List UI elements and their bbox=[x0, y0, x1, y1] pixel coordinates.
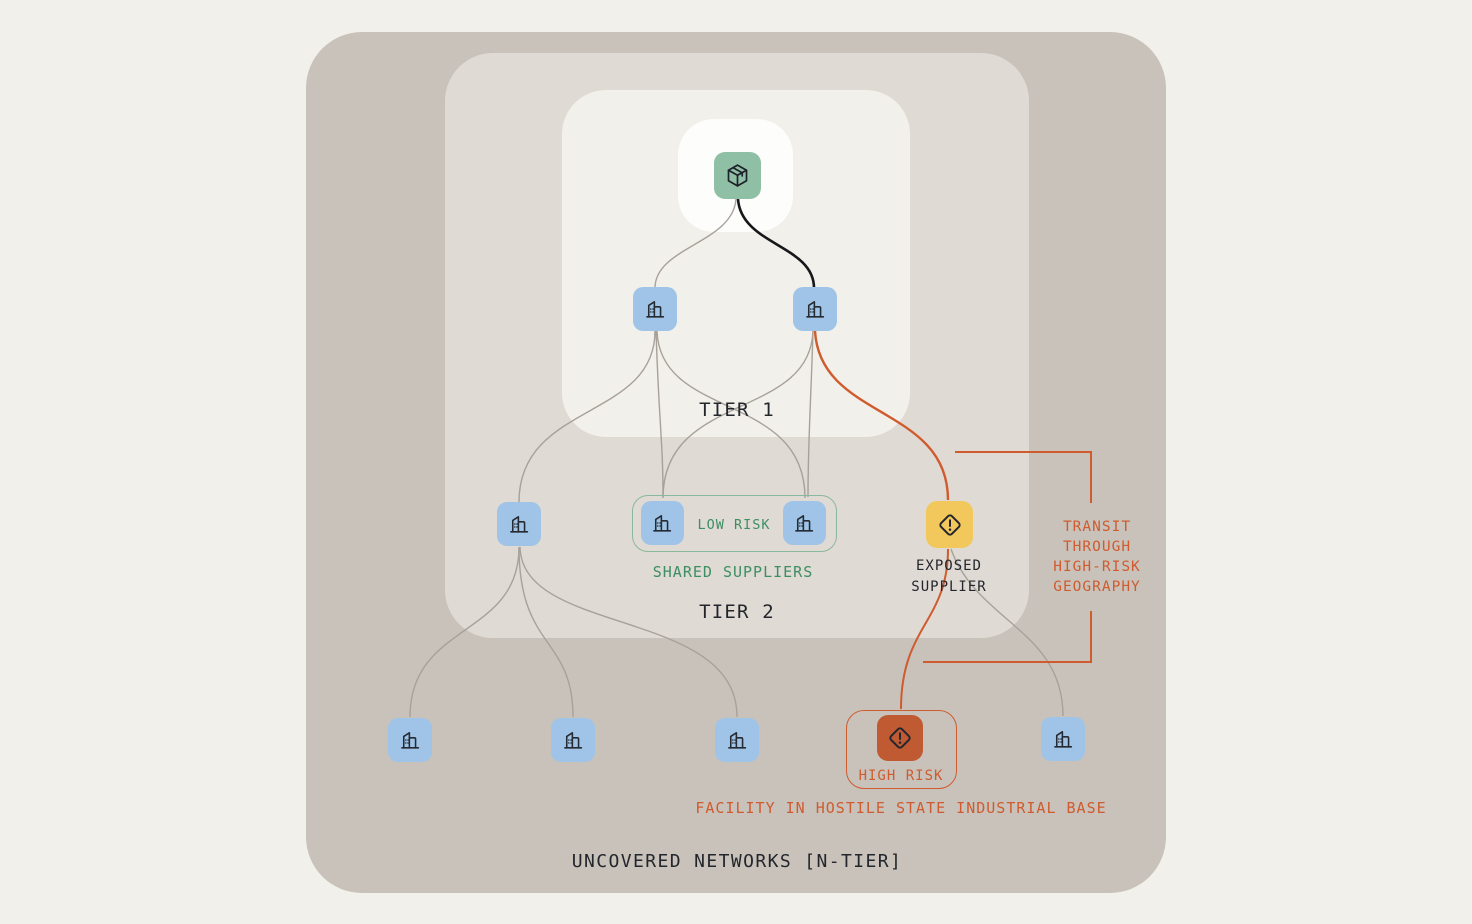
building-icon bbox=[563, 731, 582, 749]
building-icon bbox=[653, 514, 672, 532]
ntier-supplier-2 bbox=[551, 718, 595, 762]
building-icon bbox=[645, 300, 664, 318]
high-risk-facility-node bbox=[877, 715, 923, 761]
building-icon bbox=[509, 515, 528, 533]
tier2-supplier-left bbox=[497, 502, 541, 546]
exposed-supplier-node bbox=[926, 501, 973, 548]
tier1-label: TIER 1 bbox=[699, 399, 775, 421]
shared-supplier-2 bbox=[783, 501, 826, 545]
ntier-supplier-4 bbox=[1041, 717, 1085, 761]
warning-diamond-icon bbox=[938, 513, 961, 536]
exposed-supplier-caption: EXPOSED SUPPLIER bbox=[911, 558, 987, 595]
building-icon bbox=[400, 731, 419, 749]
transit-annotation: TRANSIT THROUGH HIGH-RISK GEOGRAPHY bbox=[1053, 519, 1141, 595]
package-icon bbox=[727, 164, 748, 187]
focal-product-node bbox=[714, 152, 761, 199]
warning-diamond-icon bbox=[889, 727, 911, 749]
high-risk-badge: HIGH RISK bbox=[858, 768, 944, 784]
ntier-supplier-1 bbox=[388, 718, 432, 762]
shared-suppliers-group bbox=[632, 495, 837, 552]
ntier-supplier-3 bbox=[715, 718, 759, 762]
low-risk-badge: LOW RISK bbox=[697, 517, 771, 533]
tier1-supplier-left bbox=[633, 287, 677, 331]
building-icon bbox=[805, 300, 824, 318]
high-risk-facility-group bbox=[846, 710, 957, 789]
tier2-label: TIER 2 bbox=[699, 601, 775, 623]
shared-supplier-1 bbox=[641, 501, 684, 545]
tier1-supplier-right bbox=[793, 287, 837, 331]
high-risk-caption: FACILITY IN HOSTILE STATE INDUSTRIAL BAS… bbox=[695, 799, 1107, 817]
shared-suppliers-caption: SHARED SUPPLIERS bbox=[652, 563, 814, 581]
building-icon bbox=[795, 514, 814, 532]
uncovered-networks-label: UNCOVERED NETWORKS [N-TIER] bbox=[571, 851, 903, 872]
building-icon bbox=[1053, 730, 1072, 748]
building-icon bbox=[727, 731, 746, 749]
